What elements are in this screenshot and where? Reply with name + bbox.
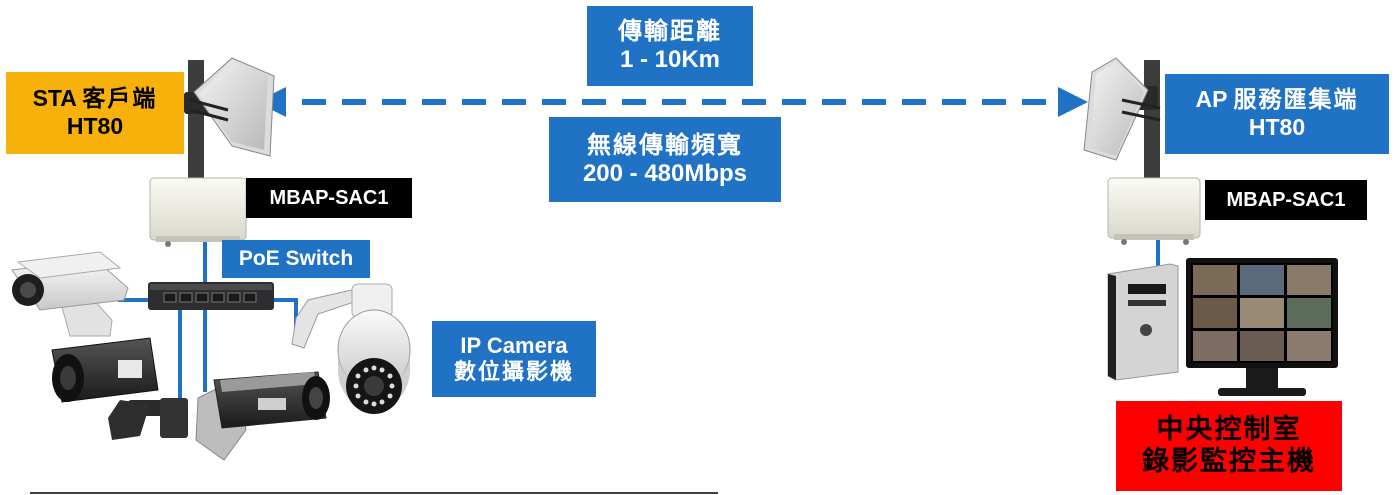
- distance-title: 傳輸距離: [618, 16, 722, 46]
- ap-title-latin: AP: [1195, 86, 1228, 113]
- pc-tower: [1107, 263, 1179, 381]
- bandwidth-title: 無線傳輸頻寬: [587, 129, 743, 159]
- sta-title: STA 客戶端: [33, 85, 158, 113]
- ap-antenna-assembly: [1083, 57, 1161, 180]
- ip-camera-label: IP Camera 數位攝影機: [432, 321, 596, 397]
- ptz-dome-camera: [291, 283, 411, 414]
- model-label-right: MBAP-SAC1: [1205, 180, 1367, 220]
- sta-outdoor-unit: [149, 177, 247, 247]
- ap-aggregation-label: AP 服務匯集端 HT80: [1165, 74, 1389, 154]
- ap-title-cjk: 服務匯集端: [1233, 86, 1359, 114]
- control-room-line1: 中央控制室: [1156, 413, 1302, 445]
- distance-value: 1 - 10Km: [619, 46, 721, 73]
- bandwidth-value: 200 - 480Mbps: [582, 159, 748, 187]
- poe-switch-label: PoE Switch: [222, 240, 370, 278]
- sta-antenna-assembly: [184, 57, 275, 180]
- sta-title-cjk: 客戶端: [82, 85, 158, 113]
- ap-title: AP 服務匯集端: [1196, 86, 1359, 114]
- ip-camera-en: IP Camera: [460, 332, 568, 358]
- cctv-monitor: [1186, 258, 1338, 396]
- ip-camera-zh: 數位攝影機: [453, 359, 574, 385]
- sta-client-label: STA 客戶端 HT80: [6, 72, 184, 154]
- bandwidth-label: 無線傳輸頻寬 200 - 480Mbps: [549, 117, 781, 202]
- control-room-line2: 錄影監控主機: [1142, 446, 1316, 477]
- model-label-left: MBAP-SAC1: [246, 178, 412, 218]
- bullet-camera-black: [51, 337, 188, 440]
- bullet-camera-top-left: [11, 251, 129, 337]
- sta-mode: HT80: [66, 113, 124, 139]
- poe-switch-device: [148, 282, 274, 310]
- sta-title-latin: STA: [32, 85, 77, 112]
- ap-mode: HT80: [1248, 114, 1306, 140]
- bullet-camera-grey: [195, 371, 330, 461]
- distance-label: 傳輸距離 1 - 10Km: [587, 6, 753, 86]
- control-room-label: 中央控制室 錄影監控主機: [1116, 401, 1342, 491]
- ap-outdoor-unit: [1107, 177, 1201, 245]
